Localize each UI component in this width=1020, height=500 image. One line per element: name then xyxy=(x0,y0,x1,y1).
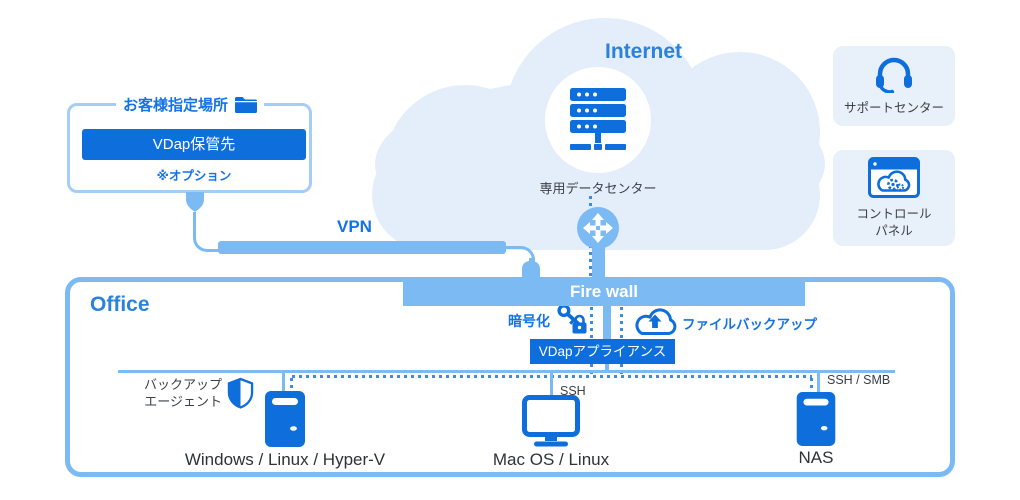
encryption-key-icon xyxy=(557,304,587,334)
file-backup-cloud-icon xyxy=(635,308,677,335)
router-icon xyxy=(577,207,619,249)
vpn-cable-right xyxy=(504,246,535,265)
customer-location-title: お客様指定場所 xyxy=(116,94,265,115)
option-note: ※オプション xyxy=(156,169,232,183)
lan-bus-line xyxy=(118,370,895,373)
firewall-appliance-line xyxy=(603,306,611,340)
plug-icon xyxy=(522,258,540,278)
ssh-smb-label: SSH / SMB xyxy=(827,373,891,387)
support-center-label: サポートセンター xyxy=(843,101,944,115)
mac-os-label: Mac OS / Linux xyxy=(492,450,610,469)
nas-drop-line xyxy=(817,372,820,392)
backup-path-dotted xyxy=(290,378,293,391)
vpn-cable-left xyxy=(193,212,226,252)
shield-icon xyxy=(227,377,254,409)
monitor-icon xyxy=(522,395,580,447)
vdap-storage-button: VDap保管先 xyxy=(82,129,306,160)
firewall-bar: Fire wall xyxy=(403,277,805,306)
backup-path-dotted xyxy=(810,378,813,392)
server-drop-line xyxy=(282,372,285,391)
vdap-appliance-box: VDapアプライアンス xyxy=(530,339,675,364)
backup-path-dotted xyxy=(590,307,593,339)
nas-label: NAS xyxy=(798,448,834,467)
control-panel-label: コントロール パネル xyxy=(856,206,932,238)
datacenter-label: 専用データセンター xyxy=(539,181,657,196)
encryption-label: 暗号化 xyxy=(508,313,550,329)
file-backup-label: ファイルバックアップ xyxy=(682,317,817,332)
vpn-label: VPN xyxy=(337,217,372,236)
internet-label: Internet xyxy=(605,40,683,63)
server-tower-icon xyxy=(265,391,305,447)
ssh-label: SSH xyxy=(560,384,586,398)
headset-icon xyxy=(876,57,912,93)
router-stem-line xyxy=(592,240,605,278)
server-stack-icon xyxy=(570,88,626,150)
control-panel-icon xyxy=(868,156,920,198)
vpn-tunnel xyxy=(218,241,506,254)
office-label: Office xyxy=(90,293,150,316)
backup-agent-label: バックアップ エージェント xyxy=(143,377,222,409)
mac-drop-line xyxy=(550,372,553,397)
customer-location-title-text: お客様指定場所 xyxy=(123,97,229,114)
plug-icon xyxy=(186,192,204,212)
nas-tower-icon xyxy=(796,392,836,446)
folder-icon xyxy=(235,97,258,113)
control-panel-panel: コントロール パネル xyxy=(833,150,955,246)
appliance-bus-line xyxy=(605,363,609,372)
support-center-panel: サポートセンター xyxy=(833,46,955,126)
server-os-label: Windows / Linux / Hyper-V xyxy=(184,450,386,469)
backup-path-dotted xyxy=(620,307,623,339)
